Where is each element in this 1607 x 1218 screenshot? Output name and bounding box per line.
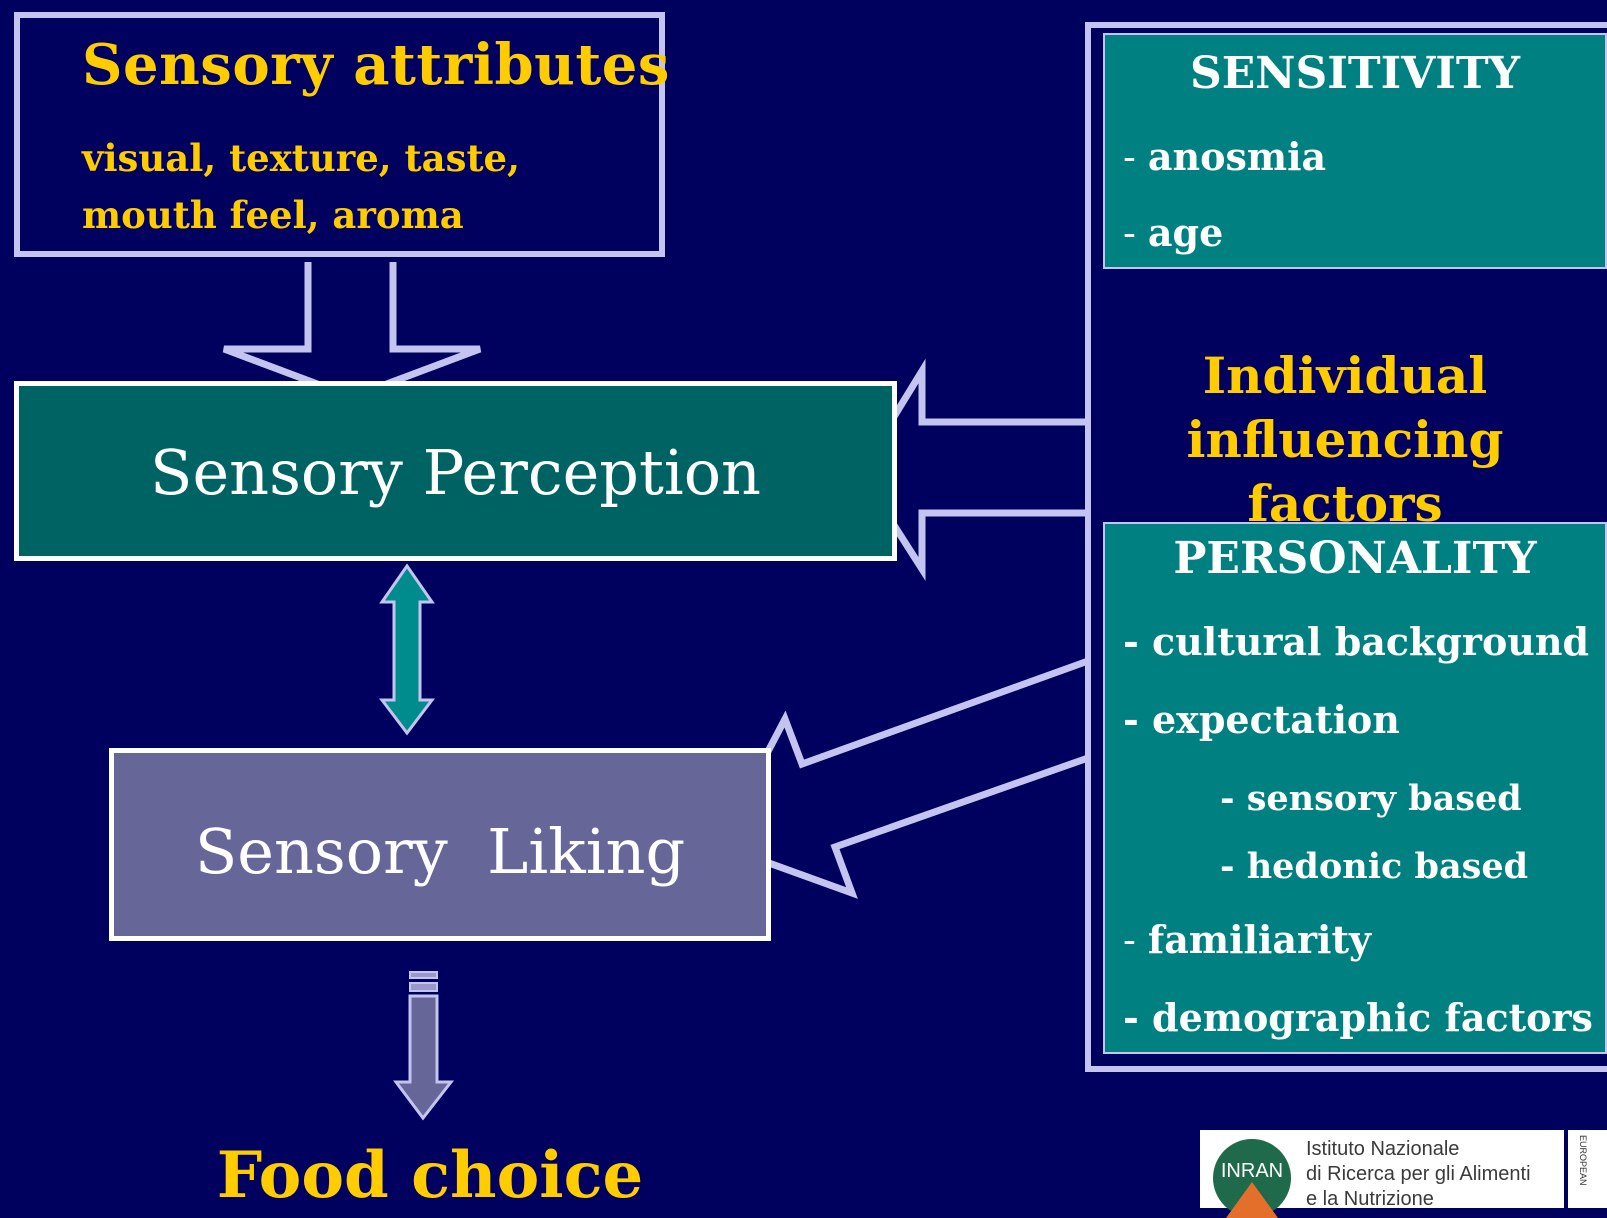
sensory-liking-box xyxy=(109,748,771,941)
inran-logo-triangle-icon xyxy=(1226,1182,1278,1218)
liking-to-food-choice-arrow xyxy=(393,971,455,1121)
personality-box xyxy=(1103,522,1607,1054)
sensory-attributes-description: visual, texture, taste, mouth feel, arom… xyxy=(82,136,520,237)
personality-to-liking-arrow xyxy=(714,657,1090,899)
sensitivity-title: SENSITIVITY xyxy=(1189,48,1521,99)
inran-logo-line-2: di Ricerca per gli Alimenti xyxy=(1306,1163,1531,1185)
sensory-perception-box xyxy=(14,381,897,561)
personality-subitem-sensory-based: - sensory based xyxy=(1220,778,1522,819)
attributes-to-perception-arrow xyxy=(222,262,482,401)
personality-item-familiarity: - familiarity xyxy=(1123,917,1372,962)
sensitivity-item-anosmia: - anosmia xyxy=(1123,134,1327,179)
personality-item-expectation: - expectation xyxy=(1123,697,1400,742)
personality-item-demographic-factors: - demographic factors xyxy=(1123,995,1593,1040)
sensory-perception-label: Sensory Perception xyxy=(150,436,761,509)
sensitivity-item-age: - age xyxy=(1123,210,1224,255)
food-choice-label: Food choice xyxy=(216,1138,644,1213)
perception-liking-double-arrow xyxy=(378,563,436,736)
individual-influencing-factors-label: Individual influencing factors xyxy=(1186,346,1504,533)
sensory-attributes-title: Sensory attributes xyxy=(82,32,670,98)
european-logo xyxy=(1568,1130,1607,1208)
inran-logo-line-3: e la Nutrizione xyxy=(1306,1188,1434,1210)
european-logo-text: EUROPEAN xyxy=(1578,1135,1588,1186)
sensory-liking-label: Sensory Liking xyxy=(194,815,686,888)
personality-title: PERSONALITY xyxy=(1173,533,1537,584)
personality-item-cultural-background: - cultural background xyxy=(1123,619,1590,664)
personality-subitem-hedonic-based: - hedonic based xyxy=(1220,846,1529,887)
sensory-attributes-box xyxy=(14,12,665,257)
inran-logo-abbr: INRAN xyxy=(1220,1160,1284,1182)
inran-logo-line-1: Istituto Nazionale xyxy=(1306,1138,1460,1160)
sensitivity-box xyxy=(1103,33,1607,269)
